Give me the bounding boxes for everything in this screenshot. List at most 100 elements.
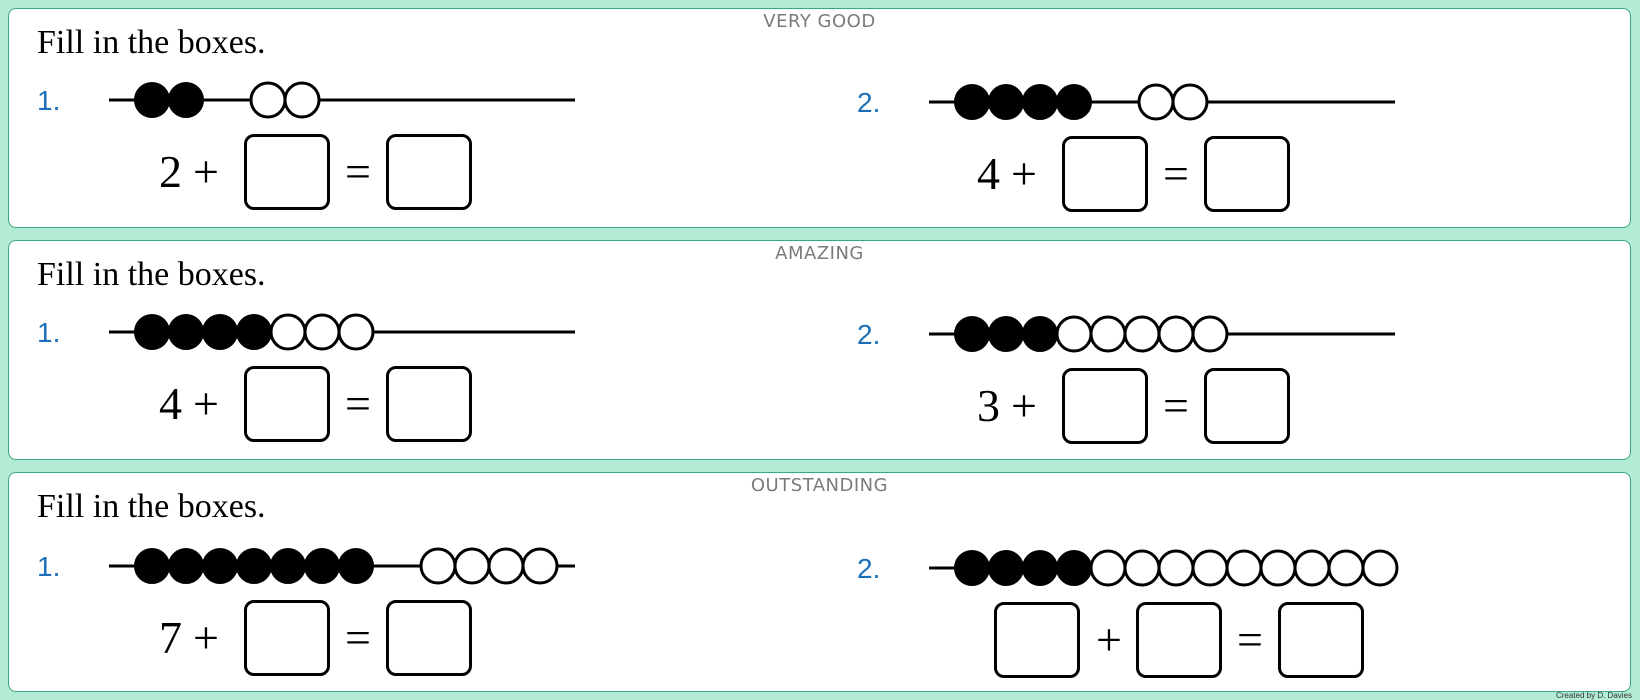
answer-box-first-addend[interactable] [994,602,1080,678]
credit-text: Created by D. Davies [1555,691,1632,700]
answer-box-total[interactable] [386,600,472,676]
filled-bead [988,84,1024,120]
empty-bead [1157,315,1195,353]
equals-sign: = [1237,614,1263,665]
filled-bead [236,548,272,584]
filled-bead [954,550,990,586]
filled-bead [1022,550,1058,586]
bead-line [929,83,1395,121]
section-panel-outstanding: OUTSTANDING Fill in the boxes. 1. 7 + = … [8,472,1631,692]
question-number: 1. [37,551,61,582]
empty-bead [1157,549,1195,587]
empty-bead [269,313,307,351]
empty-bead [283,81,321,119]
answer-box-addend[interactable] [244,366,330,442]
filled-bead [954,316,990,352]
section-panel-very-good: VERY GOOD Fill in the boxes. 1. 2 + = 2.… [8,8,1631,228]
filled-bead [338,548,374,584]
instruction-text: Fill in the boxes. [37,256,266,293]
section-title: VERY GOOD [763,11,876,32]
filled-bead [134,314,170,350]
filled-bead [202,548,238,584]
answer-box-total[interactable] [1278,602,1364,678]
plus-sign: + [1011,380,1037,431]
answer-box-addend[interactable] [1062,368,1148,444]
plus-sign: + [193,612,219,663]
answer-box-total[interactable] [1204,136,1290,212]
filled-bead [134,82,170,118]
start-number: 2 [159,146,182,197]
filled-bead [304,548,340,584]
equals-sign: = [1163,148,1189,199]
question-number: 2. [857,87,881,118]
filled-bead [1056,550,1092,586]
start-number: 4 [977,148,1000,199]
filled-bead [168,314,204,350]
empty-bead [1137,83,1175,121]
filled-bead [1056,84,1092,120]
start-number: 3 [977,380,1000,431]
answer-box-addend[interactable] [1062,136,1148,212]
empty-bead [1123,549,1161,587]
equals-sign: = [345,378,371,429]
equals-sign: = [1163,380,1189,431]
empty-bead [487,547,525,585]
empty-bead [249,81,287,119]
start-number: 4 [159,378,182,429]
answer-box-total[interactable] [386,134,472,210]
filled-bead [270,548,306,584]
equals-sign: = [345,146,371,197]
bead-line [929,549,1399,587]
empty-bead [1361,549,1399,587]
bead-line [109,547,575,585]
empty-bead [1171,83,1209,121]
empty-bead [1191,549,1229,587]
section-title: OUTSTANDING [750,475,889,496]
answer-box-total[interactable] [1204,368,1290,444]
bead-line [929,315,1395,353]
filled-bead [168,548,204,584]
instruction-text: Fill in the boxes. [37,488,266,525]
plus-sign: + [193,146,219,197]
answer-box-addend[interactable] [244,600,330,676]
section-panel-amazing: AMAZING Fill in the boxes. 1. 4 + = 2. 3… [8,240,1631,460]
filled-bead [236,314,272,350]
section-title: AMAZING [775,243,864,264]
plus-sign: + [193,378,219,429]
equals-sign: = [345,612,371,663]
question-number: 2. [857,553,881,584]
empty-bead [337,313,375,351]
answer-box-addend[interactable] [244,134,330,210]
filled-bead [988,316,1024,352]
answer-box-second-addend[interactable] [1136,602,1222,678]
empty-bead [1225,549,1263,587]
instruction-text: Fill in the boxes. [37,24,266,61]
question-number: 1. [37,317,61,348]
filled-bead [168,82,204,118]
bead-line [109,313,575,351]
filled-bead [1022,84,1058,120]
filled-bead [1022,316,1058,352]
empty-bead [1089,549,1127,587]
empty-bead [1259,549,1297,587]
empty-bead [303,313,341,351]
answer-box-total[interactable] [386,366,472,442]
filled-bead [202,314,238,350]
empty-bead [1293,549,1331,587]
plus-sign: + [1096,614,1122,665]
empty-bead [1191,315,1229,353]
filled-bead [134,548,170,584]
question-number: 1. [37,85,61,116]
empty-bead [521,547,559,585]
filled-bead [988,550,1024,586]
start-number: 7 [159,612,182,663]
empty-bead [419,547,457,585]
empty-bead [1089,315,1127,353]
empty-bead [453,547,491,585]
empty-bead [1327,549,1365,587]
empty-bead [1123,315,1161,353]
filled-bead [954,84,990,120]
bead-line [109,81,575,119]
empty-bead [1055,315,1093,353]
question-number: 2. [857,319,881,350]
